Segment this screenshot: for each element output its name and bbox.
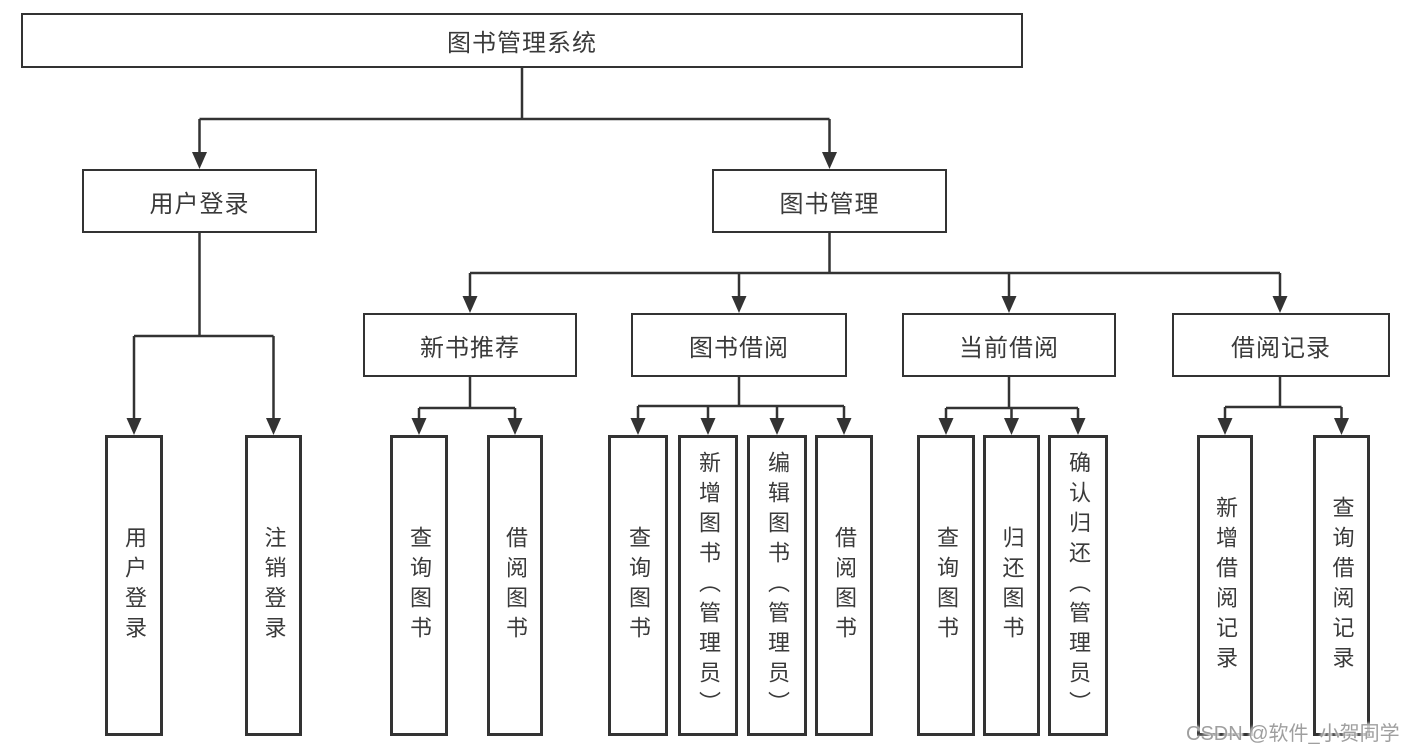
connector-current-group	[944, 377, 1080, 420]
node-label: 借阅图书	[832, 525, 857, 646]
leaf-newbooks-borrow-books: 借阅图书	[487, 435, 543, 736]
connector-login-group	[132, 233, 275, 420]
leaf-current-return-books: 归还图书	[983, 435, 1040, 736]
arrowhead	[1334, 418, 1349, 435]
leaf-records-add-record: 新增借阅记录	[1197, 435, 1253, 736]
arrowhead	[411, 418, 427, 435]
leaf-user-login: 用户登录	[105, 435, 163, 736]
connector-records-group	[1223, 377, 1343, 420]
node-label: 图书管理	[779, 190, 880, 218]
node-current-borrow: 当前借阅	[902, 313, 1116, 377]
leaf-current-confirm-return-admin: 确认归还（管理员）	[1048, 435, 1108, 736]
node-book-borrow: 图书借阅	[631, 313, 847, 377]
arrowhead	[836, 418, 852, 435]
node-label: 新书推荐	[420, 334, 520, 362]
leaf-current-query-books: 查询图书	[917, 435, 975, 736]
leaf-borrow-query-books: 查询图书	[608, 435, 668, 736]
node-label: 查询借阅记录	[1329, 495, 1355, 676]
leaf-newbooks-query-books: 查询图书	[390, 435, 448, 736]
connector-newbooks-group	[417, 377, 517, 420]
connector-borrow-group	[636, 377, 846, 420]
node-label: 借阅图书	[503, 525, 528, 646]
leaf-records-query-record: 查询借阅记录	[1313, 435, 1370, 736]
leaf-borrow-add-books-admin: 新增图书（管理员）	[678, 435, 738, 736]
node-new-book-recommend: 新书推荐	[363, 313, 577, 377]
node-label: 新增借阅记录	[1213, 495, 1238, 676]
connector-bookmgmt-to-level3	[468, 233, 1282, 298]
arrowhead	[1001, 296, 1017, 313]
arrowhead	[1272, 296, 1288, 313]
arrowhead	[126, 418, 142, 435]
arrowhead	[1004, 418, 1019, 435]
node-label: 注销登录	[261, 525, 287, 646]
arrowhead	[1070, 418, 1086, 435]
leaf-borrow-borrow-books: 借阅图书	[815, 435, 873, 736]
node-label: 用户登录	[122, 525, 147, 646]
arrowhead	[731, 296, 747, 313]
arrowhead	[938, 418, 954, 435]
leaf-logout: 注销登录	[245, 435, 302, 736]
arrowhead	[266, 418, 281, 435]
node-label: 新增图书（管理员）	[696, 450, 721, 721]
arrowhead	[462, 296, 478, 313]
leaf-borrow-edit-books-admin: 编辑图书（管理员）	[747, 435, 807, 736]
node-library-management-system: 图书管理系统	[21, 13, 1023, 68]
csdn-watermark: CSDN @软件_小贺同学	[1186, 723, 1400, 745]
node-label: 归还图书	[999, 525, 1025, 646]
arrowhead	[769, 418, 785, 435]
arrowhead	[192, 152, 207, 169]
node-label: 查询图书	[934, 525, 959, 646]
connector-root-to-level2	[198, 68, 831, 153]
node-label: 确认归还（管理员）	[1066, 450, 1091, 721]
arrowhead	[507, 418, 523, 435]
node-label: 图书管理系统	[447, 30, 597, 57]
arrowhead	[1217, 418, 1233, 435]
node-label: 查询图书	[626, 525, 651, 646]
arrowhead	[700, 418, 716, 435]
node-label: 图书借阅	[689, 334, 789, 362]
node-label: 借阅记录	[1231, 334, 1331, 362]
node-book-management: 图书管理	[712, 169, 947, 233]
node-label: 编辑图书（管理员）	[765, 450, 790, 721]
arrowhead	[822, 152, 837, 169]
node-borrow-records: 借阅记录	[1172, 313, 1390, 377]
node-label: 用户登录	[149, 190, 250, 218]
node-user-login: 用户登录	[82, 169, 317, 233]
arrowhead	[630, 418, 646, 435]
node-label: 查询图书	[407, 525, 432, 646]
node-label: 当前借阅	[959, 334, 1059, 362]
